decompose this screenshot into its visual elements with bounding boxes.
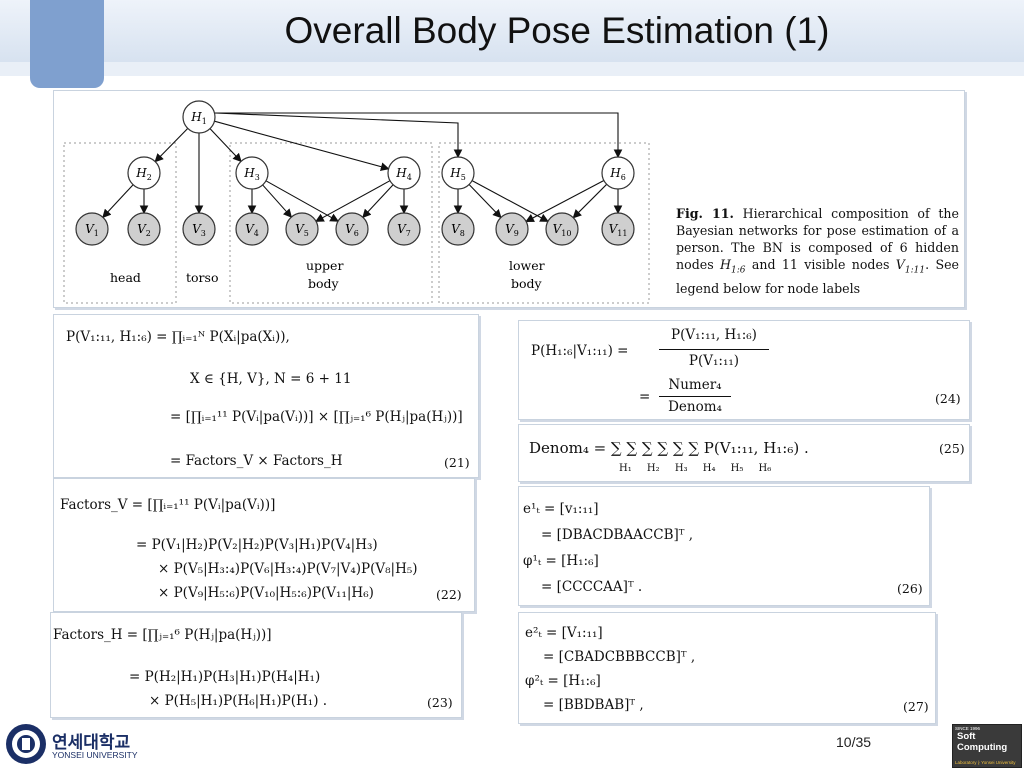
equation-25-panel: Denom₄ = ∑ ∑ ∑ ∑ ∑ ∑ P(V₁:₁₁, H₁:₆) . H₁…: [518, 424, 970, 482]
logo-sub: Laboratory ∤ Yonsei University: [955, 760, 1016, 765]
edge: [362, 184, 394, 219]
eq21-line3: = [∏ᵢ₌₁¹¹ P(Vᵢ|pa(Vᵢ))] × [∏ⱼ₌₁⁶ P(Hⱼ|pa…: [170, 409, 463, 425]
eq22-line2: = P(V₁|H₂)P(V₂|H₂)P(V₃|H₁)P(V₄|H₃): [136, 537, 378, 553]
group-upper-box: [229, 142, 433, 304]
edge: [214, 120, 390, 171]
node-v2-circle: [127, 212, 161, 246]
eq27-line1: e²ₜ = [V₁:₁₁]: [525, 625, 603, 641]
university-name-en: YONSEI UNIVERSITY: [52, 750, 138, 760]
eq26-line2: = [DBACDBAACCB]ᵀ ,: [541, 527, 694, 543]
node-v10-circle: [545, 212, 579, 246]
eq21-line4: = Factors_V × Factors_H: [170, 453, 343, 469]
edge-elbow: [214, 112, 463, 159]
equation-23-panel: Factors_H = [∏ⱼ₌₁⁶ P(Hⱼ|pa(Hⱼ))] = P(H₂|…: [50, 612, 462, 718]
eq26-line1: e¹ₜ = [v₁:₁₁]: [523, 501, 599, 517]
eq27-number: (27): [903, 699, 929, 714]
yonsei-seal-icon: [6, 724, 46, 764]
eq21-number: (21): [444, 455, 470, 470]
equation-22-panel: Factors_V = [∏ᵢ₌₁¹¹ P(Vᵢ|pa(Vᵢ))] = P(V₁…: [53, 478, 475, 612]
edge: [315, 180, 391, 222]
equation-27-panel: e²ₜ = [V₁:₁₁] = [CBADCBBBCCB]ᵀ , φ²ₜ = […: [518, 612, 936, 724]
edge: [525, 179, 605, 223]
group-head-box: [63, 142, 177, 304]
edge: [265, 180, 339, 222]
equation-21-panel: P(V₁:₁₁, H₁:₆) = ∏ᵢ₌₁ᴺ P(Xᵢ|pa(Xᵢ)), X ∈…: [53, 314, 479, 478]
node-v9-circle: [495, 212, 529, 246]
university-name-kr: 연세대학교: [52, 733, 131, 753]
eq24-frac1-bar: [659, 349, 769, 350]
figure-caption: Fig. 11. Hierarchical composition of the…: [676, 206, 959, 296]
label-torso: torso: [186, 270, 218, 285]
node-v5-circle: [285, 212, 319, 246]
node-v7-circle: [387, 212, 421, 246]
header-strip: [0, 62, 1024, 76]
eq21-line1: P(V₁:₁₁, H₁:₆) = ∏ᵢ₌₁ᴺ P(Xᵢ|pa(Xᵢ)),: [66, 329, 290, 345]
edge: [468, 184, 502, 219]
eq23-line1: Factors_H = [∏ⱼ₌₁⁶ P(Hⱼ|pa(Hⱼ))]: [53, 627, 272, 643]
label-lower-2: body: [511, 276, 543, 291]
eq26-number: (26): [897, 581, 923, 596]
soft-computing-logo: SINCE 1996 Soft Computing Laboratory ∤ Y…: [952, 724, 1022, 768]
eq24-frac2-top: Numer₄: [668, 377, 722, 393]
node-v6-circle: [335, 212, 369, 246]
node-v1-circle: [75, 212, 109, 246]
logo-since: SINCE 1996: [955, 726, 981, 731]
edge-elbow: [215, 112, 623, 159]
node-v3-circle: [182, 212, 216, 246]
eq26-line3: φ¹ₜ = [H₁:₆]: [523, 553, 599, 569]
edge: [471, 180, 549, 222]
edge: [209, 128, 242, 163]
equation-26-panel: e¹ₜ = [v₁:₁₁] = [DBACDBAACCB]ᵀ , φ¹ₜ = […: [518, 486, 930, 606]
eq24-frac2-bot: Denom₄: [668, 399, 722, 415]
group-lower-box: [438, 142, 650, 304]
label-upper-1: upper: [306, 258, 343, 273]
node-v4-circle: [235, 212, 269, 246]
node-h3-circle: [235, 156, 269, 190]
node-h2-circle: [127, 156, 161, 190]
eq24-frac1-bot: P(V₁:₁₁): [688, 353, 740, 369]
header-tab: [30, 0, 104, 88]
label-upper-2: body: [308, 276, 340, 291]
node-h5-circle: [441, 156, 475, 190]
node-h6-circle: [601, 156, 635, 190]
eq27-line3: φ²ₜ = [H₁:₆]: [525, 673, 601, 689]
eq23-line3: × P(H₅|H₁)P(H₆|H₁)P(H₁) .: [149, 693, 328, 709]
eq23-number: (23): [427, 695, 453, 710]
eq25-subscripts: H₁ H₂ H₃ H₄ H₅ H₆: [619, 463, 772, 474]
label-head: head: [110, 270, 141, 285]
node-v11-circle: [601, 212, 635, 246]
eq22-number: (22): [436, 587, 462, 602]
logo-text: Soft Computing: [957, 731, 1008, 753]
edge: [102, 184, 134, 219]
eq22-line4: × P(V₉|H₅:₆)P(V₁₀|H₅:₆)P(V₁₁|H₆): [158, 585, 374, 601]
eq22-line1: Factors_V = [∏ᵢ₌₁¹¹ P(Vᵢ|pa(Vᵢ))]: [60, 497, 276, 513]
eq27-line2: = [CBADCBBBCCB]ᵀ ,: [543, 649, 696, 665]
eq25-number: (25): [939, 441, 965, 456]
eq24-frac2-bar: [659, 396, 731, 397]
eq24-line1: P(H₁:₆|V₁:₁₁) =: [531, 343, 629, 359]
eq24-eq-sign: =: [639, 389, 651, 405]
header-bar: [0, 0, 1024, 62]
slide-title: Overall Body Pose Estimation (1): [284, 10, 830, 51]
page-number: 10/35: [836, 734, 872, 750]
eq22-line3: × P(V₅|H₃:₄)P(V₆|H₃:₄)P(V₇|V₄)P(V₈|H₅): [158, 561, 418, 577]
label-lower-1: lower: [509, 258, 545, 273]
eq21-line2: X ∈ {H, V}, N = 6 + 11: [190, 371, 352, 387]
eq25-line1: Denom₄ = ∑ ∑ ∑ ∑ ∑ ∑ P(V₁:₁₁, H₁:₆) .: [529, 439, 809, 457]
eq23-line2: = P(H₂|H₁)P(H₃|H₁)P(H₄|H₁): [129, 669, 321, 685]
equation-24-panel: P(H₁:₆|V₁:₁₁) = P(V₁:₁₁, H₁:₆) P(V₁:₁₁) …: [518, 320, 970, 420]
node-h1-circle: [182, 100, 216, 134]
eq24-number: (24): [935, 391, 961, 406]
edge: [262, 184, 293, 218]
edge: [154, 128, 189, 163]
edge: [572, 183, 608, 219]
node-h4-circle: [387, 156, 421, 190]
eq26-line4: = [CCCCAA]ᵀ .: [541, 579, 643, 595]
eq24-frac1-top: P(V₁:₁₁, H₁:₆): [671, 327, 757, 343]
node-v8-circle: [441, 212, 475, 246]
eq27-line4: = [BBDBAB]ᵀ ,: [543, 697, 644, 713]
